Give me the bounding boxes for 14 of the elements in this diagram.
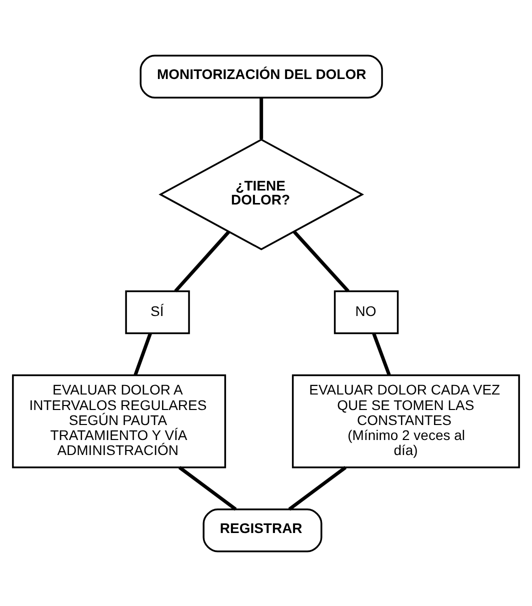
node-box: EVALUAR DOLOR A INTERVALOS REGULARES SEGÚN PAUTA TRATAMIENTO Y VÍA ADMINISTRACIÓN	[12, 374, 226, 468]
node-box: MONITORIZACIÓN DEL DOLOR	[140, 54, 383, 98]
node-box: NO	[334, 290, 399, 334]
connector	[288, 466, 347, 510]
node-box: REGISTRAR	[202, 508, 322, 552]
connector	[372, 332, 391, 376]
connector	[260, 97, 264, 139]
node-box: EVALUAR DOLOR CADA VEZ QUE SE TOMEN LAS CONSTANTES (Mínimo 2 veces al día)	[292, 374, 520, 468]
node-diamond: ¿TIENE DOLOR?	[158, 138, 364, 250]
connector	[134, 332, 152, 376]
connector	[174, 230, 230, 292]
connector	[292, 230, 350, 292]
connector	[178, 466, 237, 510]
node-box: SÍ	[125, 290, 190, 334]
